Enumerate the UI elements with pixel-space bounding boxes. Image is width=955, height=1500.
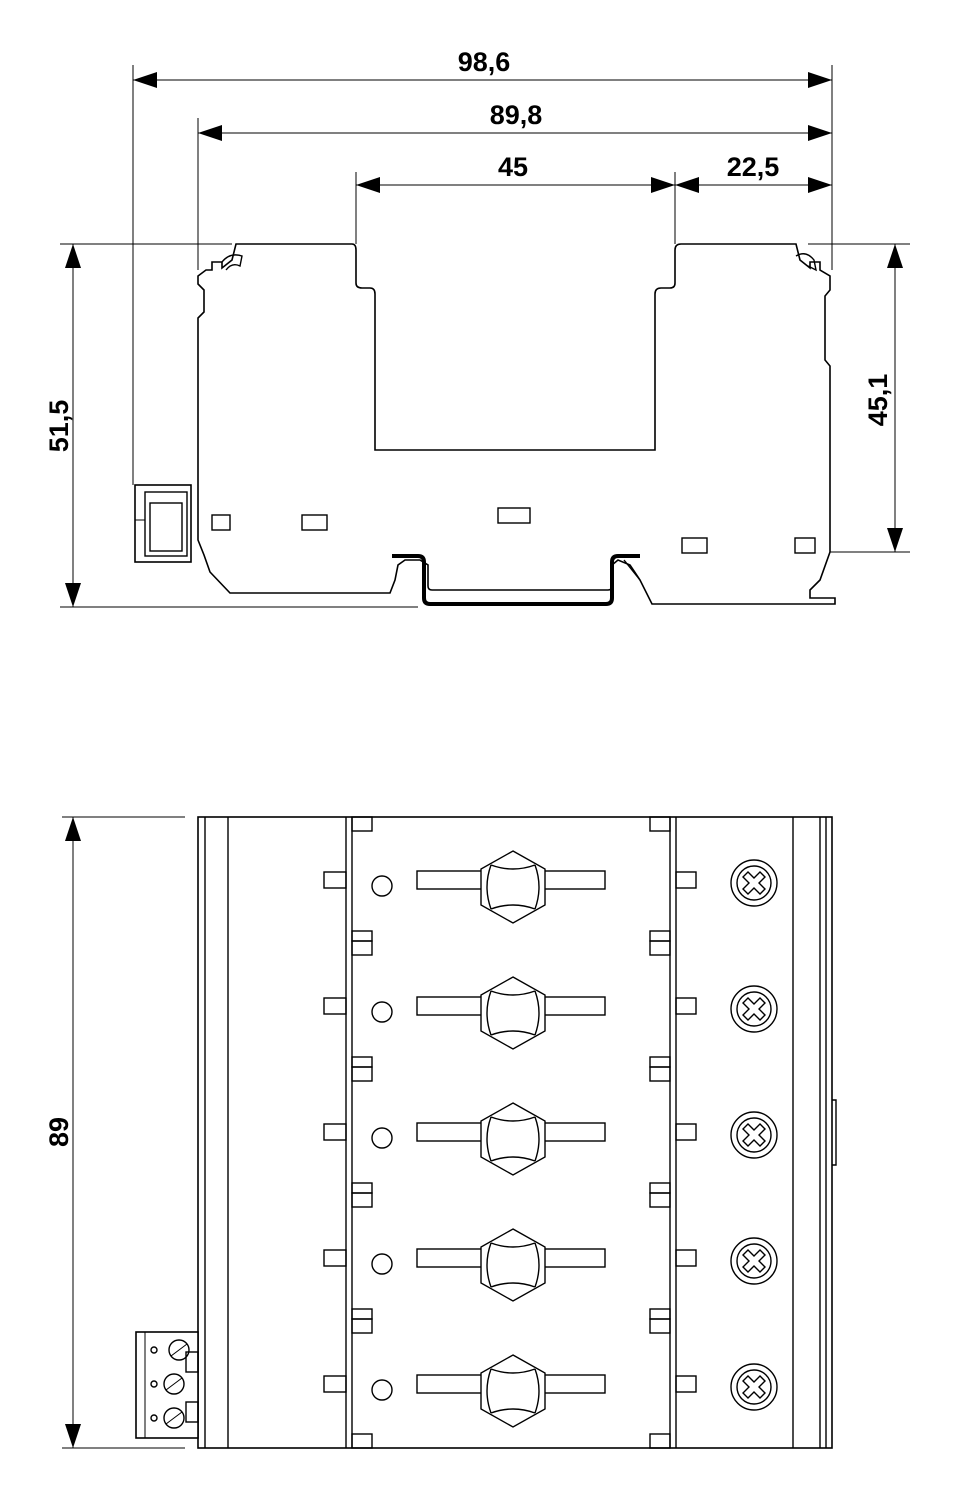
edge-tab xyxy=(649,816,671,832)
rail-clip xyxy=(623,559,641,581)
screw-cross xyxy=(742,871,766,895)
screw-icon xyxy=(730,985,778,1033)
plug-hex-head xyxy=(480,976,546,1050)
indicator-hole xyxy=(371,1001,393,1023)
row-separator-tab xyxy=(649,1318,671,1334)
side-latch xyxy=(832,1099,837,1166)
side-terminal-connector xyxy=(134,484,192,563)
module-clip-right xyxy=(675,1123,697,1141)
dim-slot-width-label: 45 xyxy=(498,152,528,182)
module-clip-right xyxy=(675,1375,697,1393)
dim-slot-width: 45 xyxy=(356,152,675,193)
top-view: 89 xyxy=(44,816,837,1449)
vent-slot xyxy=(301,514,328,531)
screw-cross xyxy=(742,1249,766,1273)
dim-housing-height-label: 45,1 xyxy=(863,374,893,427)
screw-icon xyxy=(730,859,778,907)
plug-grip xyxy=(486,1116,540,1162)
indicator-hole xyxy=(371,1127,393,1149)
plug-hex-head xyxy=(480,1102,546,1176)
plug-grip xyxy=(486,990,540,1036)
plug-grip xyxy=(486,1368,540,1414)
plug-hex-head xyxy=(480,1354,546,1428)
screw-rim xyxy=(736,1117,772,1153)
row-separator-tab xyxy=(649,940,671,956)
top-terminal-block xyxy=(135,1331,199,1439)
module-clip-left xyxy=(323,871,347,889)
row-separator-tab xyxy=(351,940,373,956)
screw-rim xyxy=(736,1243,772,1279)
module-clip-left xyxy=(323,997,347,1015)
dim-right-offset: 22,5 xyxy=(675,152,832,193)
screw-rim xyxy=(736,865,772,901)
screw-cross xyxy=(742,1123,766,1147)
module-rows xyxy=(323,850,778,1428)
dim-total-height-label: 51,5 xyxy=(44,400,74,453)
side-view: 98,6 89,8 45 22,5 51,5 45,1 xyxy=(44,47,910,608)
row-separator-tab xyxy=(351,1192,373,1208)
vent-slot xyxy=(681,537,708,554)
edge-tab xyxy=(649,1433,671,1449)
dim-total-height: 51,5 xyxy=(44,244,81,607)
screw-icon xyxy=(730,1111,778,1159)
top-left-clip xyxy=(221,254,243,271)
row-separator-tab xyxy=(649,1192,671,1208)
dim-housing-width: 89,8 xyxy=(198,100,832,141)
vent-slot xyxy=(794,537,816,554)
row-separator-tab xyxy=(649,1066,671,1082)
plug-grip xyxy=(486,864,540,910)
screw-cross xyxy=(742,997,766,1021)
screw-icon xyxy=(730,1363,778,1411)
vent-slot xyxy=(211,514,231,531)
module-clip-left xyxy=(323,1123,347,1141)
indicator-hole xyxy=(371,875,393,897)
plug-hex-head xyxy=(480,1228,546,1302)
row-separator-tab xyxy=(351,1066,373,1082)
screw-rim xyxy=(736,991,772,1027)
vent-slot xyxy=(497,507,531,524)
screw-cross xyxy=(742,1375,766,1399)
screw-icon xyxy=(730,1237,778,1285)
dim-depth-label: 89 xyxy=(44,1117,74,1147)
plug-hex-head xyxy=(480,850,546,924)
edge-tab xyxy=(351,1433,373,1449)
module-clip-right xyxy=(675,997,697,1015)
plug-grip xyxy=(486,1242,540,1288)
module-clip-left xyxy=(323,1249,347,1267)
row-separator-tab xyxy=(351,1318,373,1334)
module-clip-right xyxy=(675,871,697,889)
module-clip-left xyxy=(323,1375,347,1393)
dim-overall-width-label: 98,6 xyxy=(458,47,511,77)
screw-rim xyxy=(736,1369,772,1405)
dim-housing-width-label: 89,8 xyxy=(490,100,543,130)
housing-outline xyxy=(197,243,836,605)
module-clip-right xyxy=(675,1249,697,1267)
dim-overall-width: 98,6 xyxy=(133,47,832,88)
indicator-hole xyxy=(371,1379,393,1401)
top-right-clip xyxy=(795,253,817,272)
indicator-hole xyxy=(371,1253,393,1275)
dim-right-offset-label: 22,5 xyxy=(727,152,780,182)
edge-tab xyxy=(351,816,373,832)
dim-depth: 89 xyxy=(44,817,81,1448)
din-rail xyxy=(392,554,640,606)
dim-housing-height: 45,1 xyxy=(863,244,903,552)
